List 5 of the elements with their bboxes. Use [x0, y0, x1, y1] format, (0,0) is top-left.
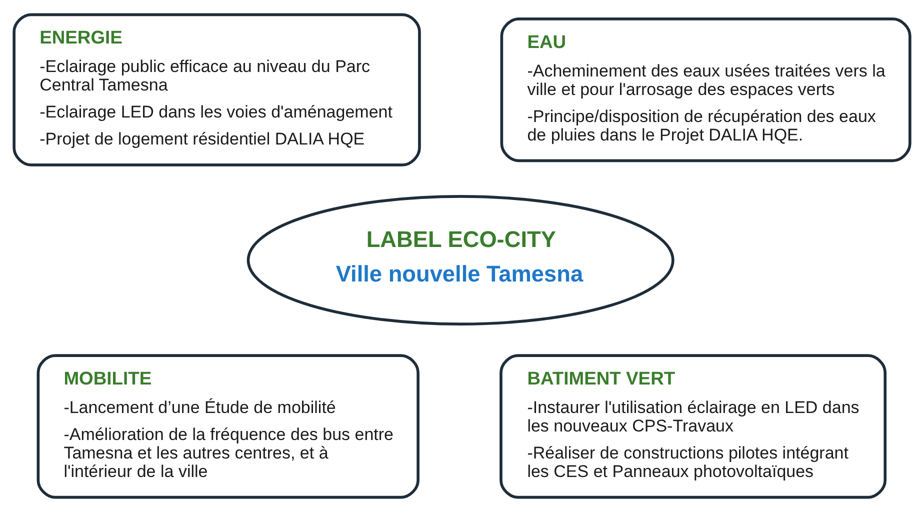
node-box: BATIMENT VERT -Instaurer l'utilisation éclairage en LED dans les nouveaux CPS-Travaux -Réaliser de constructions pilotes intégrant les CES et Panneaux photovoltaïques	[500, 354, 887, 499]
node-box: ENERGIE -Eclairage public efficace au niveau du Parc Central Tamesna -Eclairage LED dans les voies d'aménagement -Projet de logement résidentiel DALIA HQE	[12, 13, 421, 166]
node-box: MOBILITE -Lancement d’une Étude de mobilité -Amélioration de la fréquence des bus entre Tamesna et les autres centres, et à l'intérieur de la ville	[36, 354, 420, 499]
node-ellipse: LABEL ECO-CITY Ville nouvelle Tamesna	[246, 195, 674, 326]
node-box: EAU -Acheminement des eaux usées traitées vers la ville et pour l'arrosage des espaces verts -Principe/disposition de récupération des eaux de pluies dans le Projet DALIA HQE.	[500, 18, 912, 162]
